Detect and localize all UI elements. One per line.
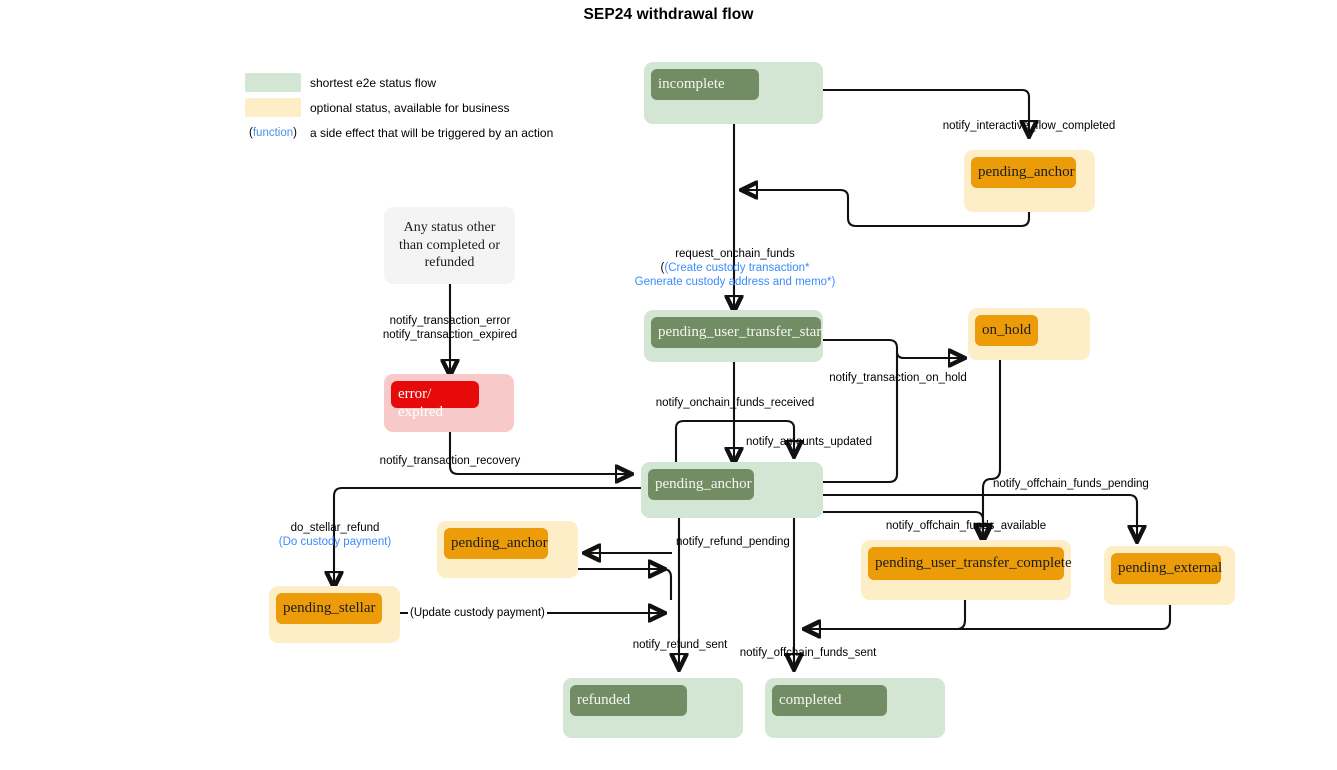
node-pending-stellar-label: pending_stellar [276,593,382,624]
edge-label-notify-offchain-funds-pending: notify_offchain_funds_pending [993,478,1149,490]
edge-label-notify-transaction-error-expired: notify_transaction_error notify_transact… [383,314,517,342]
node-on-hold[interactable]: on_hold [968,308,1090,360]
edge-label-do-stellar-refund-fn: (Do custody payment) [278,536,392,549]
edge-label-notify-interactive-flow-completed: notify_interactive_flow_completed [942,120,1116,132]
node-completed[interactable]: completed [765,678,945,738]
page-title: SEP24 withdrawal flow [583,6,754,23]
node-error-expired[interactable]: error/ expired [384,374,514,432]
edge-label-notify-transaction-recovery: notify_transaction_recovery [379,455,521,467]
custody-fn-1: (Create custody transaction* [664,262,810,275]
node-refunded[interactable]: refunded [563,678,743,738]
node-pending-user-transfer-start[interactable]: pending_user_transfer_start [644,310,825,362]
node-incomplete-label: incomplete [651,69,759,100]
legend-swatch-cream [245,98,301,117]
legend-function-token: (function) [249,126,297,139]
node-error-expired-label-2: expired [398,404,443,420]
edge-label-notify-offchain-funds-sent: notify_offchain_funds_sent [739,647,877,659]
node-completed-label: completed [772,685,887,716]
edge-label-notify-refund-pending: notify_refund_pending [676,536,790,548]
legend-function-word: function [252,126,294,139]
edge-label-request-onchain-funds-line1: request_onchain_funds [675,248,795,260]
node-pending-user-transfer-start-label: pending_user_transfer_start [651,317,825,348]
node-incomplete[interactable]: incomplete [644,62,823,124]
edge-label-update-custody-payment: (Update custody payment) [408,606,547,621]
edge-label-notify-transaction-error: notify_transaction_error [389,315,511,327]
node-on-hold-label: on_hold [975,315,1038,346]
node-pending-anchor-center-label: pending_anchor [648,469,754,500]
legend-swatch-green [245,73,301,92]
legend-row-shortest-flow: shortest e2e status flow [245,70,553,95]
legend-label-shortest-flow: shortest e2e status flow [310,75,437,90]
edge-label-request-onchain-funds-line3: Generate custody address and memo*) [634,276,836,289]
legend-row-function: (function) a side effect that will be tr… [245,120,553,145]
node-pending-external-label: pending_external [1111,553,1222,584]
legend: shortest e2e status flow optional status… [245,70,553,145]
node-pending-anchor-center[interactable]: pending_anchor [641,462,823,518]
edge-label-notify-transaction-on-hold: notify_transaction_on_hold [829,372,967,384]
node-any-status-note: Any status other than completed or refun… [384,207,515,284]
edge-label-notify-refund-sent: notify_refund_sent [632,639,728,651]
node-pending-anchor-refund-label: pending_anchor [444,528,548,559]
node-pending-anchor-top[interactable]: pending_anchor [964,150,1095,212]
edge-label-notify-offchain-funds-available: notify_offchain_funds_available [885,520,1047,532]
node-pending-anchor-top-label: pending_anchor [971,157,1076,188]
edge-label-notify-onchain-funds-received: notify_onchain_funds_received [655,397,815,409]
legend-label-function: a side effect that will be triggered by … [310,125,554,140]
node-pending-anchor-refund[interactable]: pending_anchor [437,521,578,578]
edge-label-notify-transaction-expired: notify_transaction_expired [382,329,518,342]
edge-label-request-onchain-funds: request_onchain_funds ((Create custody t… [635,247,836,289]
node-pending-user-transfer-complete-label: pending_user_transfer_complete [868,547,1072,580]
edge-label-do-stellar-refund-line1: do_stellar_refund [290,522,380,534]
edge-label-do-stellar-refund: do_stellar_refund (Do custody payment) [279,521,392,549]
node-pending-external[interactable]: pending_external [1104,546,1235,605]
legend-label-optional-status: optional status, available for business [310,100,510,115]
node-error-expired-label: error/ [391,381,479,408]
node-pending-stellar[interactable]: pending_stellar [269,586,400,643]
node-refunded-label: refunded [570,685,687,716]
edge-label-request-onchain-funds-line2: ((Create custody transaction* [660,262,810,275]
legend-row-optional-status: optional status, available for business [245,95,553,120]
edge-label-notify-amounts-updated: notify_amounts_updated [746,436,872,448]
node-pending-user-transfer-complete[interactable]: pending_user_transfer_complete [861,540,1072,600]
